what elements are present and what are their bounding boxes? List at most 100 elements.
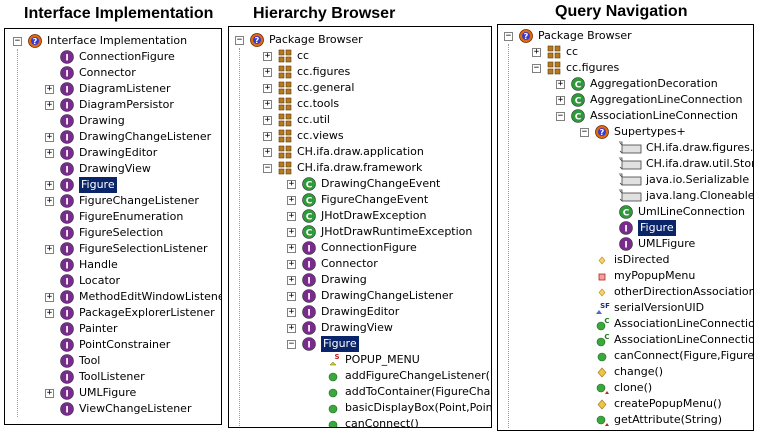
tree-row[interactable]: − CH.ifa.draw.framework [229, 160, 491, 176]
tree-row[interactable]: java.io.Serializable [498, 172, 753, 188]
tree-item-label[interactable]: getAttribute(String) [614, 413, 723, 426]
tree-row[interactable]: +cc.views [229, 128, 491, 144]
expand-toggle-icon[interactable]: + [45, 100, 54, 110]
tree-item-label[interactable]: java.io.Serializable [646, 173, 750, 186]
expand-toggle-icon[interactable]: + [287, 211, 296, 221]
tree-item-label[interactable]: serialVersionUID [614, 301, 705, 314]
tree-row[interactable]: addFigureChangeListener(Figu [229, 368, 491, 384]
expand-toggle-icon[interactable]: + [45, 308, 54, 318]
tree-item-label[interactable]: cc.figures [297, 65, 351, 78]
collapse-toggle-icon[interactable]: − [532, 63, 541, 73]
expand-toggle-icon[interactable]: + [287, 275, 296, 285]
tree-row[interactable]: change() [498, 364, 753, 380]
tree-row[interactable]: +cc.util [229, 112, 491, 128]
tree-row[interactable]: getAttribute(String) [498, 412, 753, 428]
tree-item-label[interactable]: cc.util [297, 113, 330, 126]
tree-row[interactable]: addToContainer(FigureChang [229, 384, 491, 400]
expand-toggle-icon[interactable]: + [287, 323, 296, 333]
tree-item-label[interactable]: ConnectionFigure [321, 241, 417, 254]
expand-toggle-icon[interactable]: + [263, 51, 272, 61]
collapse-toggle-icon[interactable]: − [235, 35, 244, 45]
tree-item-label[interactable]: cc.general [297, 81, 355, 94]
tree-item-label[interactable]: AggregationLineConnection [590, 93, 743, 106]
tree-item-label[interactable]: CH.ifa.draw.framework [297, 161, 423, 174]
tree-row[interactable]: −cc.figures [498, 60, 753, 76]
expand-toggle-icon[interactable]: + [45, 148, 54, 158]
tree-item-label[interactable]: Handle [79, 258, 118, 271]
tree-item-label[interactable]: clone() [614, 381, 653, 394]
tree-item-label[interactable]: POPUP_MENU [345, 353, 420, 366]
tree-item-label[interactable]: DrawingChangeEvent [321, 177, 441, 190]
tree-item-label[interactable]: java.lang.Cloneable [646, 189, 754, 202]
collapse-toggle-icon[interactable]: − [287, 339, 296, 349]
tree-item-label[interactable]: Tool [79, 354, 101, 367]
tree-row[interactable]: +cc [229, 48, 491, 64]
tree-item-label[interactable]: FigureEnumeration [79, 210, 184, 223]
tree-row[interactable]: CH.ifa.draw.figures. [498, 140, 753, 156]
tree-item-label[interactable]: ViewChangeListener [79, 402, 192, 415]
tree-item-label[interactable]: DrawingEditor [321, 305, 400, 318]
tree-item-label[interactable]: JHotDrawException [321, 209, 427, 222]
tree-item-label[interactable]: CH.ifa.draw.application [297, 145, 424, 158]
tree-item-label[interactable]: ConnectionFigure [79, 50, 175, 63]
tree-item-label[interactable]: AssociationLineConnection [590, 109, 738, 122]
tree-item-label[interactable]: addFigureChangeListener(Figu [345, 369, 491, 382]
expand-toggle-icon[interactable]: + [556, 95, 565, 105]
tree-item-label[interactable]: ToolListener [79, 370, 145, 383]
expand-toggle-icon[interactable]: + [287, 291, 296, 301]
collapse-toggle-icon[interactable]: − [13, 36, 22, 46]
tree-item-label[interactable]: PointConstrainer [79, 338, 171, 351]
collapse-toggle-icon[interactable]: − [504, 31, 513, 41]
tree-row[interactable]: −?Supertypes+ [498, 124, 753, 140]
tree-item-label[interactable]: FigureChangeListener [79, 194, 199, 207]
tree-item-label[interactable]: basicDisplayBox(Point,Point) [345, 401, 492, 414]
tree-item-label[interactable]: CH.ifa.draw.util.Stor [646, 157, 754, 170]
expand-toggle-icon[interactable]: + [263, 99, 272, 109]
expand-toggle-icon[interactable]: + [287, 307, 296, 317]
tree-item-label[interactable]: UMLFigure [638, 237, 696, 250]
tree-row[interactable]: CH.ifa.draw.util.Stor [498, 156, 753, 172]
tree-item-label[interactable]: AssociationLineConnection [614, 333, 754, 346]
tree-item-label[interactable]: myPopupMenu [614, 269, 696, 282]
expand-toggle-icon[interactable]: + [263, 67, 272, 77]
tree-item-label[interactable]: isDirected [614, 253, 670, 266]
tree-row[interactable]: isDirected [498, 252, 753, 268]
expand-toggle-icon[interactable]: + [287, 179, 296, 189]
expand-toggle-icon[interactable]: + [287, 227, 296, 237]
tree-row[interactable]: canConnect() [229, 416, 491, 427]
tree-item-label[interactable]: FigureSelectionListener [79, 242, 208, 255]
tree-item-label[interactable]: CH.ifa.draw.figures. [646, 141, 754, 154]
tree-row[interactable]: clone() [498, 380, 753, 396]
tree-item-label[interactable]: Interface Implementation [47, 34, 188, 47]
tree-item-label[interactable]: cc.tools [297, 97, 340, 110]
collapse-toggle-icon[interactable]: − [263, 163, 272, 173]
hierarchy-browser-tree[interactable]: −?Package Browser+cc+cc.figures+cc.gener… [228, 26, 492, 428]
tree-item-label[interactable]: AggregationDecoration [590, 77, 718, 90]
expand-toggle-icon[interactable]: + [263, 147, 272, 157]
